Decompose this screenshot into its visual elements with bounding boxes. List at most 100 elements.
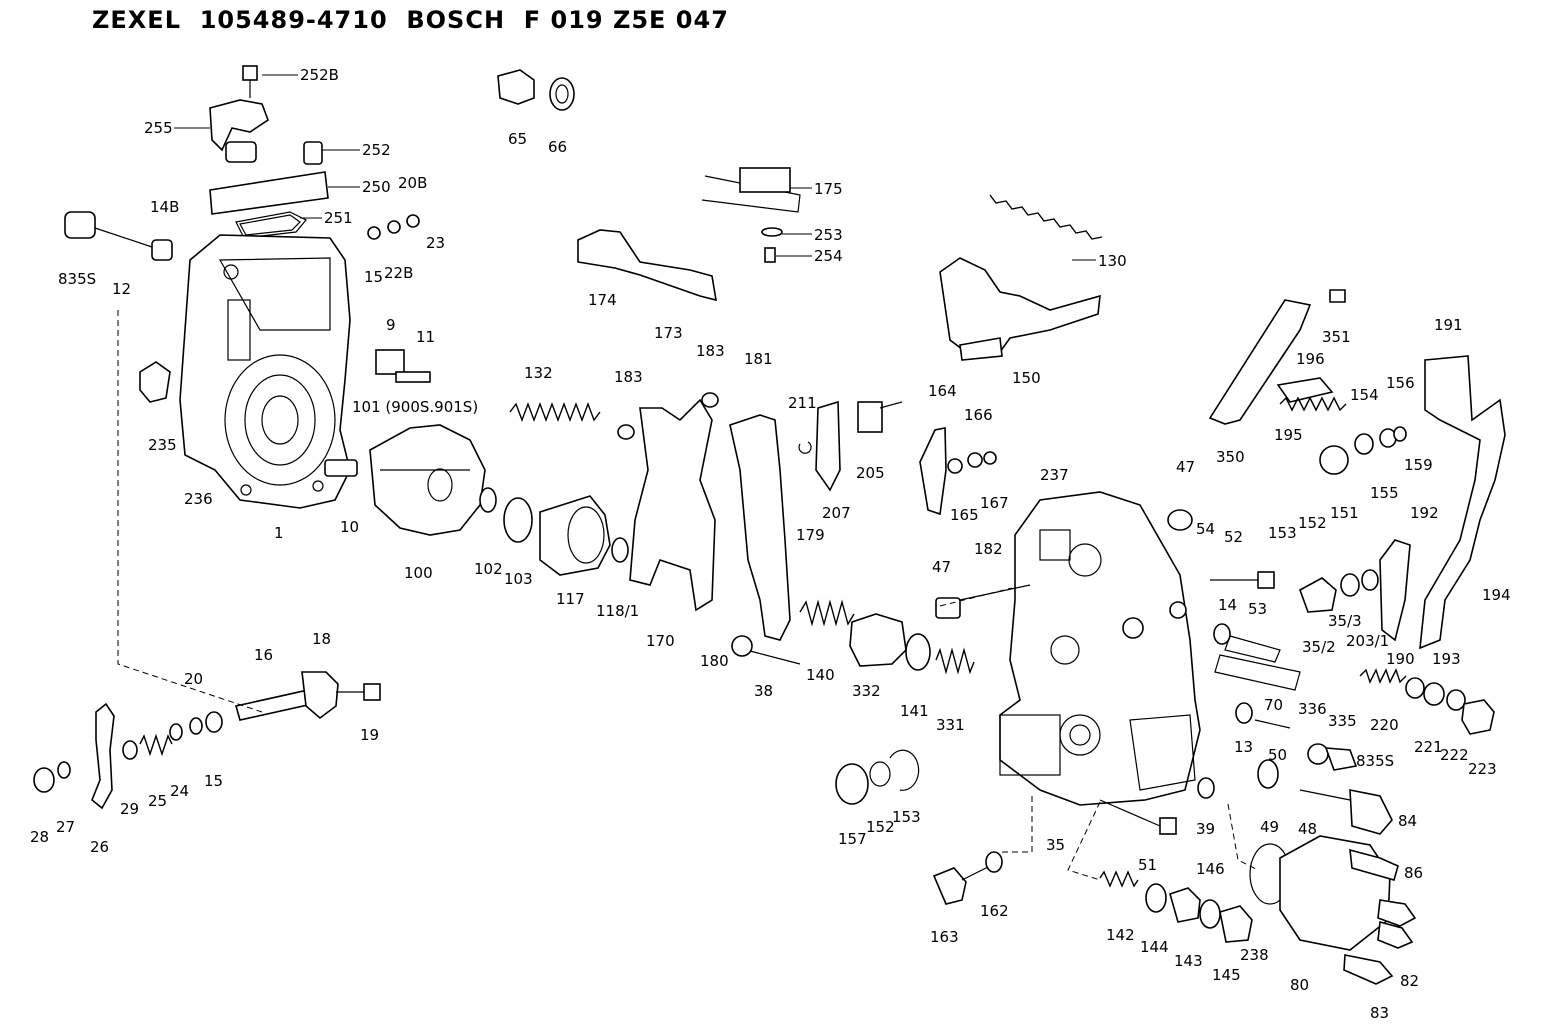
callout-80: 80 [1290, 976, 1309, 994]
diagram-title: ZEXEL 105489-4710 BOSCH F 019 Z5E 047 [92, 6, 729, 34]
callout-252B: 252B [300, 66, 339, 84]
callout-38: 38 [754, 682, 773, 700]
callout-9: 9 [386, 316, 396, 334]
callout-350: 350 [1216, 448, 1245, 466]
callout-223: 223 [1468, 760, 1497, 778]
callout-211: 211 [788, 394, 817, 412]
callout-52: 52 [1224, 528, 1243, 546]
callout-49: 49 [1260, 818, 1279, 836]
callout-22B: 22B [384, 264, 413, 282]
callout-174: 174 [588, 291, 617, 309]
callout-222: 222 [1440, 746, 1469, 764]
callout-192: 192 [1410, 504, 1439, 522]
callout-235: 235 [148, 436, 177, 454]
lever-parts-174-175 [577, 167, 801, 302]
callout-47-a: 47 [1176, 458, 1195, 476]
callout-145: 145 [1212, 966, 1241, 984]
callout-163: 163 [930, 928, 959, 946]
center-springs [731, 599, 975, 805]
callout-191: 191 [1434, 316, 1463, 334]
callout-237: 237 [1040, 466, 1069, 484]
callout-190: 190 [1386, 650, 1415, 668]
callout-141: 141 [900, 702, 929, 720]
part-164-166 [919, 427, 997, 516]
callout-255: 255 [144, 119, 173, 137]
callout-251: 251 [324, 209, 353, 227]
callout-12: 12 [112, 280, 131, 298]
callout-144: 144 [1140, 938, 1169, 956]
callout-86: 86 [1404, 864, 1423, 882]
small-parts-205-207 [798, 400, 903, 492]
callout-203-1: 203/1 [1346, 632, 1389, 650]
callout-1: 1 [274, 524, 284, 542]
callout-20B: 20B [398, 174, 427, 192]
callout-14B: 14B [150, 198, 179, 216]
callout-164: 164 [928, 382, 957, 400]
callout-254: 254 [814, 247, 843, 265]
callout-11: 11 [416, 328, 435, 346]
callout-101: 101 (900S.901S) [352, 398, 478, 416]
cover-plate-assembly [209, 65, 329, 239]
assembly-guide-lines [117, 310, 1259, 881]
callout-157: 157 [838, 830, 867, 848]
callout-28: 28 [30, 828, 49, 846]
callout-35: 35 [1046, 836, 1065, 854]
callout-196: 196 [1296, 350, 1325, 368]
plug-65-66 [497, 69, 575, 111]
callout-221: 221 [1414, 738, 1443, 756]
callout-84: 84 [1398, 812, 1417, 830]
callout-153-r: 153 [1268, 524, 1297, 542]
callout-35-3: 35/3 [1328, 612, 1362, 630]
callout-48: 48 [1298, 820, 1317, 838]
callout-70: 70 [1264, 696, 1283, 714]
callout-194: 194 [1482, 586, 1511, 604]
callout-173: 173 [654, 324, 683, 342]
callout-29: 29 [120, 800, 139, 818]
callout-142: 142 [1106, 926, 1135, 944]
callout-159: 159 [1404, 456, 1433, 474]
callout-193: 193 [1432, 650, 1461, 668]
callout-336: 336 [1298, 700, 1327, 718]
callout-26: 26 [90, 838, 109, 856]
callout-117: 117 [556, 590, 585, 608]
callout-100: 100 [404, 564, 433, 582]
callout-10: 10 [340, 518, 359, 536]
callout-15-top: 15 [364, 268, 383, 286]
callout-25: 25 [148, 792, 167, 810]
callout-150: 150 [1012, 369, 1041, 387]
callout-39: 39 [1196, 820, 1215, 838]
callout-53: 53 [1248, 600, 1267, 618]
callout-154: 154 [1350, 386, 1379, 404]
callout-253: 253 [814, 226, 843, 244]
callout-332: 332 [852, 682, 881, 700]
tension-levers [617, 392, 791, 641]
callout-118-1: 118/1 [596, 602, 639, 620]
callout-151: 151 [1330, 504, 1359, 522]
callout-102: 102 [474, 560, 503, 578]
callout-335: 335 [1328, 712, 1357, 730]
callout-205: 205 [856, 464, 885, 482]
callout-16: 16 [254, 646, 273, 664]
callout-835S-left: 835S [58, 270, 96, 288]
callout-238: 238 [1240, 946, 1269, 964]
callout-83: 83 [1370, 1004, 1389, 1022]
callout-351: 351 [1322, 328, 1351, 346]
callout-331: 331 [936, 716, 965, 734]
callout-170: 170 [646, 632, 675, 650]
callout-27: 27 [56, 818, 75, 836]
callout-143: 143 [1174, 952, 1203, 970]
callout-23: 23 [426, 234, 445, 252]
callout-103: 103 [504, 570, 533, 588]
callout-82: 82 [1400, 972, 1419, 990]
callout-181: 181 [744, 350, 773, 368]
callout-47-b: 47 [932, 558, 951, 576]
screws-bolts [935, 509, 1301, 729]
callout-18: 18 [312, 630, 331, 648]
callout-130: 130 [1098, 252, 1127, 270]
callout-250: 250 [362, 178, 391, 196]
callout-183-b: 183 [696, 342, 725, 360]
callout-175: 175 [814, 180, 843, 198]
callout-252: 252 [362, 141, 391, 159]
callout-183-a: 183 [614, 368, 643, 386]
